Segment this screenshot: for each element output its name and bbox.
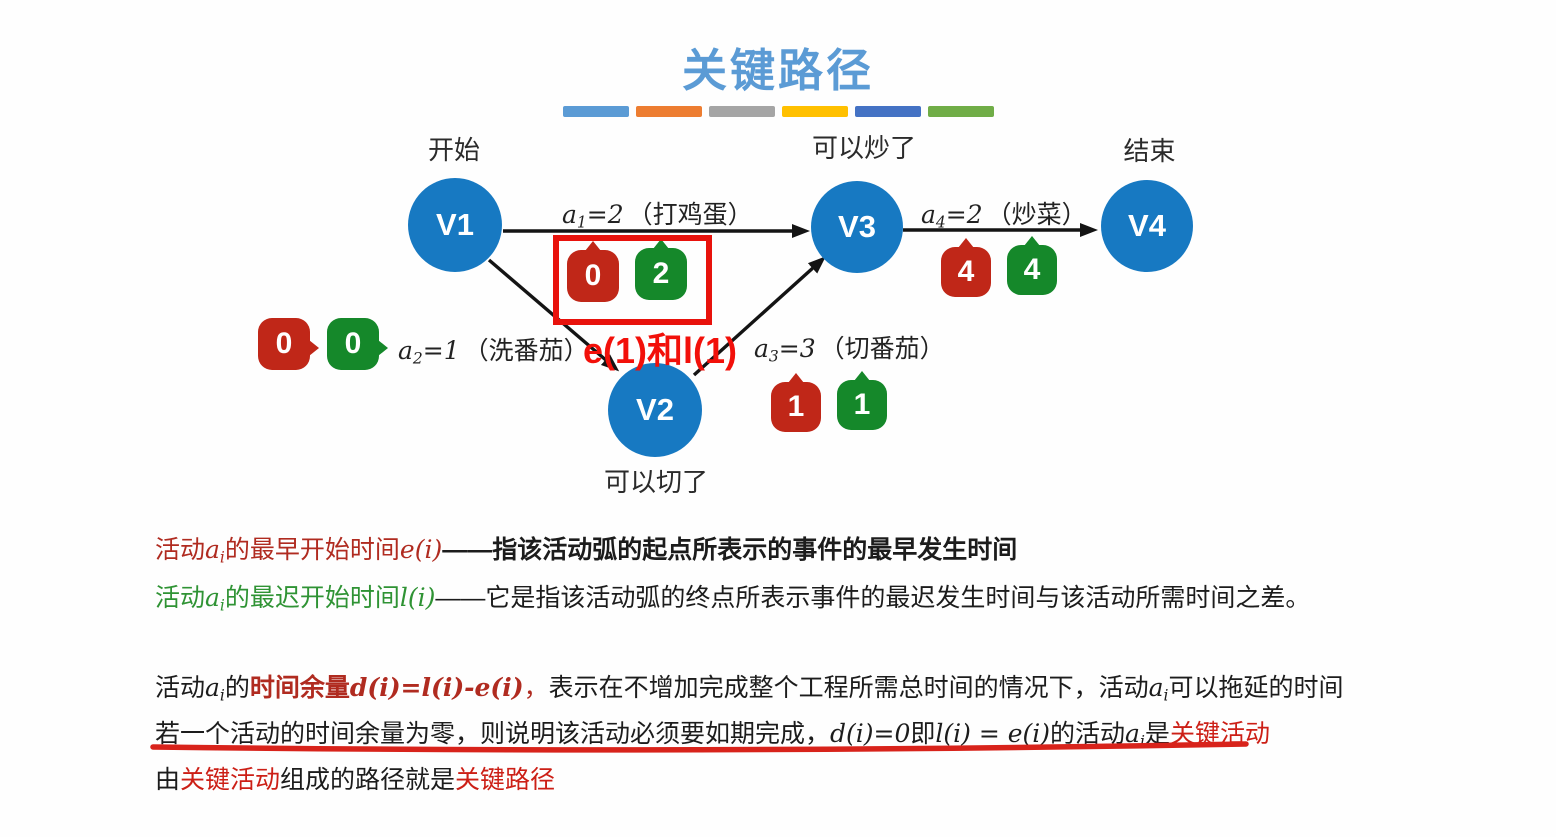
caption-v1: 开始 <box>427 135 480 165</box>
badge-l-a2: 0 <box>327 318 379 370</box>
accent-bar-gray <box>708 106 775 117</box>
accent-bar-orange <box>635 106 702 117</box>
node-v2: V2 <box>608 363 702 457</box>
badge-l-a3-value: 1 <box>853 388 871 421</box>
edge-label-a2: a2=1（洗番茄） <box>398 336 589 368</box>
node-v3-label: V3 <box>838 209 876 244</box>
node-v4: V4 <box>1101 180 1193 272</box>
note-line-critical-activity: 若一个活动的时间余量为零，则说明该活动必须要如期完成，d(i)=0即l(i) =… <box>155 719 1270 751</box>
note-line-slack: 活动ai的时间余量d(i)=l(i)-e(i)，表示在不增加完成整个工程所需总时… <box>155 673 1344 705</box>
note-line-latest-start: 活动ai的最迟开始时间l(i)——它是指该活动弧的终点所表示事件的最迟发生时间与… <box>155 583 1311 615</box>
red-underline <box>150 741 1249 753</box>
badge-e-a4: 4 <box>941 247 991 297</box>
badge-l-a1-value: 2 <box>652 257 670 290</box>
accent-bar-darkblue <box>854 106 921 117</box>
badge-l-a4-value: 4 <box>1023 253 1041 286</box>
badge-e-a2: 0 <box>258 318 310 370</box>
edge-label-a1: a1=2（打鸡蛋） <box>562 200 753 232</box>
badge-e-a4-value: 4 <box>957 255 975 288</box>
note-line-earliest-start: 活动ai的最早开始时间e(i)——指该活动弧的起点所表示的事件的最早发生时间 <box>155 535 1018 567</box>
badge-e-a2-value: 0 <box>275 327 293 360</box>
edge-label-a4: a4=2（炒菜） <box>921 200 1087 232</box>
node-v3: V3 <box>811 181 903 273</box>
page-title: 关键路径 <box>681 45 874 96</box>
caption-v4: 结束 <box>1123 136 1176 166</box>
caption-v2: 可以切了 <box>603 467 708 497</box>
badge-e-a3: 1 <box>771 382 821 432</box>
badge-l-a1: 2 <box>635 248 687 300</box>
badge-e-a3-value: 1 <box>787 390 805 423</box>
accent-bar-green <box>927 106 994 117</box>
annotation-e1-l1: e(1)和l(1) <box>583 330 738 371</box>
caption-v3: 可以炒了 <box>811 133 916 163</box>
badge-l-a2-value: 0 <box>344 327 362 360</box>
badge-e-a1: 0 <box>567 250 619 302</box>
badge-l-a3: 1 <box>837 380 887 430</box>
note-line-critical-path: 由关键活动组成的路径就是关键路径 <box>155 766 556 794</box>
node-v1: V1 <box>408 178 502 272</box>
node-v2-label: V2 <box>636 392 674 427</box>
badge-e-a1-value: 0 <box>584 259 602 292</box>
node-v4-label: V4 <box>1128 208 1166 243</box>
accent-bars <box>0 106 1556 117</box>
node-v1-label: V1 <box>436 207 474 242</box>
edge-label-a3: a3=3（切番茄） <box>754 334 945 366</box>
highlight-box <box>553 235 712 325</box>
accent-bar-yellow <box>781 106 848 117</box>
badge-l-a4: 4 <box>1007 245 1057 295</box>
accent-bar-blue <box>562 106 629 117</box>
